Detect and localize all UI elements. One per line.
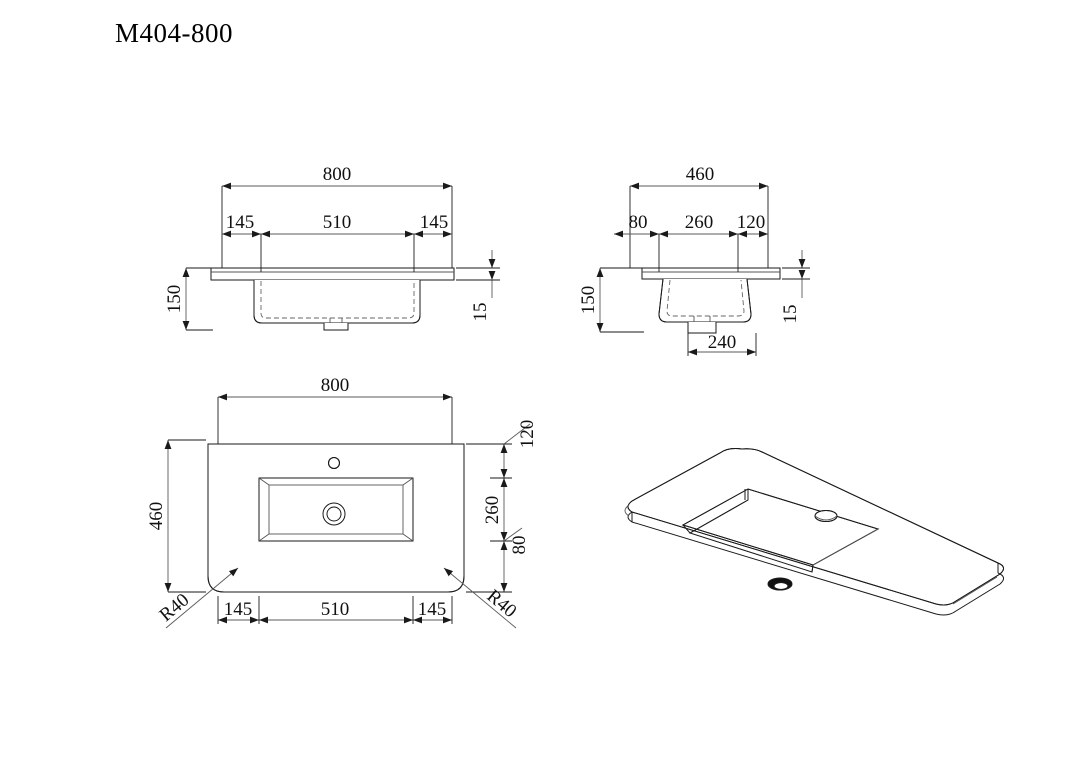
side-basin-depth-label: 260: [685, 212, 714, 233]
side-overall-depth-label: 460: [686, 164, 715, 185]
front-dim-chain: 145 510 145: [222, 212, 452, 272]
side-dim-drain-offset: 240: [687, 332, 757, 356]
side-front-margin-label: 80: [629, 212, 648, 233]
front-thickness-label: 15: [470, 303, 491, 322]
front-overall-width-label: 800: [323, 164, 352, 185]
top-countertop-outline: [208, 444, 464, 592]
top-dim-overall-depth: 460: [146, 439, 206, 593]
top-corner-radius-right-label: R40: [483, 586, 521, 622]
top-dim-overall-width: 800: [217, 375, 453, 444]
front-elevation-view: 800 145 510 145 150: [164, 164, 500, 330]
side-dim-thickness: 15: [780, 250, 810, 324]
front-dim-height: 150: [164, 267, 213, 331]
top-corner-radius-right: R40: [443, 567, 521, 629]
front-basin-width-label: 510: [323, 212, 352, 233]
top-tap-hole: [329, 458, 340, 469]
front-dim-thickness: 15: [456, 250, 500, 322]
top-left-margin-label: 145: [224, 599, 253, 620]
front-basin-bowl: [254, 280, 420, 330]
iso-tap-hole: [815, 511, 837, 522]
top-right-margin-label: 145: [418, 599, 447, 620]
top-overall-depth-label: 460: [146, 502, 167, 531]
top-basin-width-label: 510: [321, 599, 350, 620]
front-right-margin-label: 145: [420, 212, 449, 233]
top-drain: [323, 503, 345, 525]
front-overall-height-label: 150: [164, 285, 185, 314]
page-title: M404-800: [115, 18, 233, 48]
top-dim-bottom-chain: 145 510 145: [217, 596, 453, 624]
top-basin-recess: [259, 478, 413, 541]
top-plan-view: 800 460 120 260: [146, 375, 538, 629]
side-dim-height: 150: [578, 267, 644, 333]
top-back-margin-label: 120: [517, 420, 538, 449]
iso-drain: [768, 578, 792, 590]
side-drain-offset-label: 240: [708, 332, 737, 353]
front-slab: [211, 268, 454, 280]
top-basin-depth-label: 260: [482, 496, 503, 525]
side-thickness-label: 15: [780, 305, 801, 324]
top-dim-right-chain: 120 260 80: [466, 420, 538, 593]
side-dim-chain: 80 260 120: [614, 212, 768, 272]
side-elevation-view: 460 80 260 120 150: [578, 164, 810, 356]
side-slab: [642, 268, 780, 279]
top-corner-radius-left-label: R40: [156, 590, 194, 626]
side-back-margin-label: 120: [737, 212, 766, 233]
front-dim-overall-width: 800: [221, 164, 453, 268]
top-overall-width-label: 800: [321, 375, 350, 396]
side-dim-overall-depth: 460: [629, 164, 769, 268]
front-left-margin-label: 145: [226, 212, 255, 233]
isometric-view: [624, 449, 1004, 616]
side-overall-height-label: 150: [578, 286, 599, 315]
top-front-margin-label: 80: [509, 536, 530, 555]
side-basin-bowl: [659, 279, 751, 333]
